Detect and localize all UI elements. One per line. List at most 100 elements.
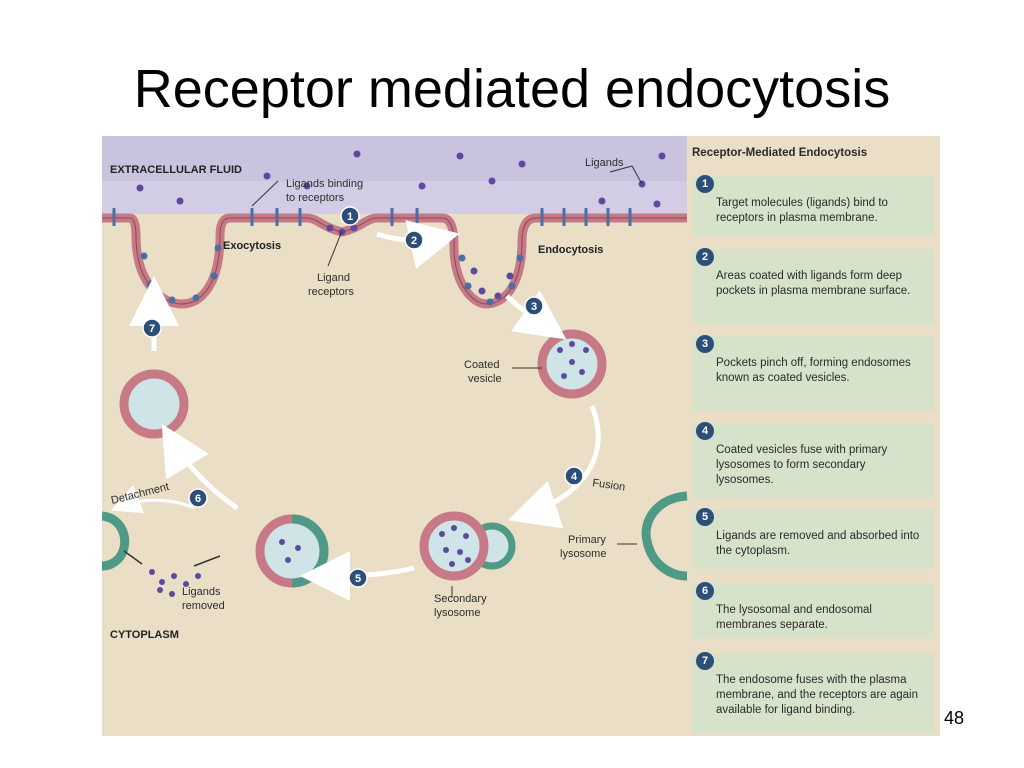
ligand-dot — [418, 182, 426, 190]
primary-lysosome-label-1: Primary — [568, 534, 606, 546]
badge-number: 5 — [355, 573, 361, 585]
step-number-badge: 5 — [696, 508, 714, 526]
ligand-dot — [439, 531, 445, 537]
step-text: The lysosomal and endosomal membranes se… — [716, 604, 872, 631]
badge-number: 1 — [347, 211, 353, 223]
leader-lines — [251, 165, 643, 598]
ligand-dot — [176, 197, 184, 205]
ligand-dot — [653, 200, 661, 208]
extracellular-gradient — [102, 181, 687, 214]
receptor — [464, 282, 472, 290]
ligand-dot — [518, 160, 526, 168]
badge-circle — [348, 568, 368, 588]
flow-arrows — [110, 220, 601, 601]
badge-circle — [188, 488, 208, 508]
step-number-badge: 7 — [696, 652, 714, 670]
receptor — [168, 296, 176, 304]
secondary-lysosome-label-1: Secondary — [434, 593, 487, 605]
coated-vesicle-label-1: Coated — [464, 359, 499, 371]
diagram-step-badges: 1 2 3 4 5 6 7 — [142, 206, 584, 588]
badge-number: 7 — [149, 323, 155, 335]
ligand-dot — [159, 579, 165, 585]
ligand-dot — [326, 224, 334, 232]
receptor — [516, 254, 524, 262]
ligand-dot — [457, 549, 463, 555]
ligand-dot — [579, 369, 585, 375]
step-number-badge: 3 — [696, 335, 714, 353]
step-number-badge: 1 — [696, 175, 714, 193]
diagram-step-badge: 2 — [404, 230, 424, 250]
ligand-dot — [506, 272, 514, 280]
plasma-membrane — [102, 213, 687, 309]
ligand-dot — [353, 150, 361, 158]
diagram-step-badge: 3 — [524, 296, 544, 316]
ligand-dot — [136, 184, 144, 192]
receptor — [192, 294, 200, 302]
coated-vesicle-label-2: vesicle — [468, 373, 502, 385]
primary-lysosome-label-2: lysosome — [560, 548, 606, 560]
receptor — [508, 282, 516, 290]
receptor — [140, 252, 148, 260]
removed-ligands — [149, 569, 201, 597]
step-text: Coated vesicles fuse with primary lysoso… — [716, 444, 888, 486]
ligand-dot — [195, 573, 201, 579]
badge-circle — [564, 466, 584, 486]
step-text: The endosome fuses with the plasma membr… — [716, 674, 919, 716]
badge-circle — [404, 230, 424, 250]
fusion-label: Fusion — [592, 477, 626, 493]
badge-number: 2 — [411, 235, 417, 247]
removal-arrows — [123, 550, 221, 567]
badge-circle — [142, 318, 162, 338]
diagram-step-badge: 4 — [564, 466, 584, 486]
diagram-step-badge: 5 — [348, 568, 368, 588]
receptor — [214, 244, 222, 252]
ligand-dot — [443, 547, 449, 553]
secondary-lysosome-label-2: lysosome — [434, 607, 480, 619]
diagram-step-badge: 6 — [188, 488, 208, 508]
endocytosis-label: Endocytosis — [538, 244, 603, 256]
step-number-badge: 6 — [696, 582, 714, 600]
step-text: Ligands are removed and absorbed into th… — [716, 530, 920, 557]
slide-title: Receptor mediated endocytosis — [133, 59, 891, 119]
ligand-dot — [157, 587, 163, 593]
detached-lysosome — [102, 511, 130, 571]
badge-number: 4 — [571, 471, 578, 483]
badge-number: 6 — [195, 493, 201, 505]
ligand-dot — [183, 581, 189, 587]
steps-title: Receptor-Mediated Endocytosis — [692, 147, 868, 159]
receptor — [210, 272, 218, 280]
ligand-dot — [470, 267, 478, 275]
ligand-dot — [263, 172, 271, 180]
step-number-badge: 4 — [696, 422, 714, 440]
receptor — [458, 254, 466, 262]
ligand-dot — [494, 292, 502, 300]
ligand-dot — [569, 359, 575, 365]
ligand-dot — [449, 561, 455, 567]
ligands-binding-label-2: to receptors — [286, 192, 345, 204]
ligand-dot — [561, 373, 567, 379]
ligand-receptors-label-1: Ligand — [317, 272, 350, 284]
badge-number: 3 — [531, 301, 537, 313]
ligand-dot — [279, 539, 285, 545]
ligand-dot — [488, 177, 496, 185]
receptor — [486, 298, 494, 306]
exocytosis-label: Exocytosis — [223, 240, 281, 252]
badge-circle — [340, 206, 360, 226]
plasma-membrane-inner — [102, 217, 687, 305]
step-text: Areas coated with ligands form deep pock… — [716, 270, 911, 297]
diagram-step-badge: 1 — [340, 206, 360, 226]
ligands-label: Ligands — [585, 157, 624, 169]
coated-vesicle — [537, 329, 607, 399]
ligand-dot — [303, 182, 311, 190]
ligand-dot — [456, 152, 464, 160]
ligand-dot — [658, 152, 666, 160]
ligand-dot — [451, 525, 457, 531]
ligand-dot — [478, 287, 486, 295]
ligand-dot — [583, 347, 589, 353]
